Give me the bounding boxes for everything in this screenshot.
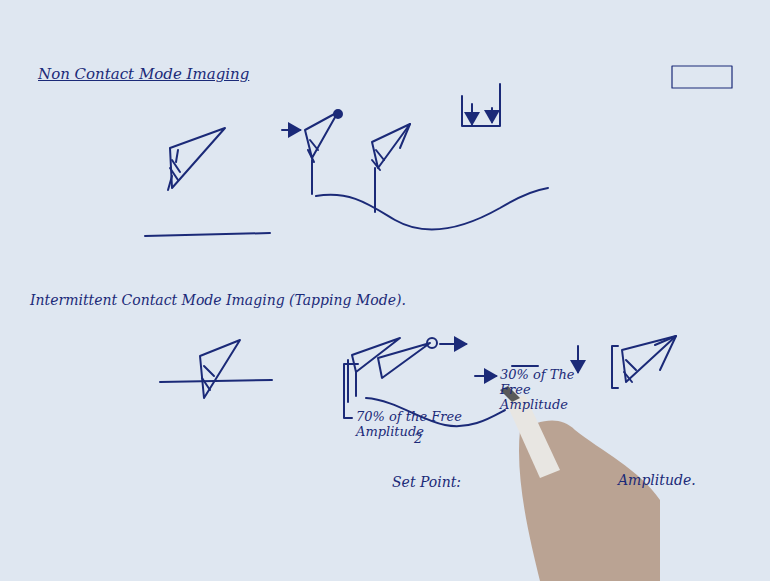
note-text: 70% of the Free Amplitude <box>356 410 471 440</box>
cantilever-sketch <box>145 128 270 236</box>
note-text: 30% of The Free Amplitude <box>500 368 580 413</box>
section-heading: Non Contact Mode Imaging <box>38 66 249 83</box>
note-text: 2 <box>414 432 422 447</box>
cantilever-sketch <box>282 84 548 230</box>
note-text: Amplitude. <box>618 472 696 488</box>
section-heading: Intermittent Contact Mode Imaging (Tappi… <box>30 292 406 308</box>
stamp-box <box>672 66 732 88</box>
cantilever-sketch <box>160 340 272 398</box>
note-text: Set Point: <box>392 474 461 490</box>
